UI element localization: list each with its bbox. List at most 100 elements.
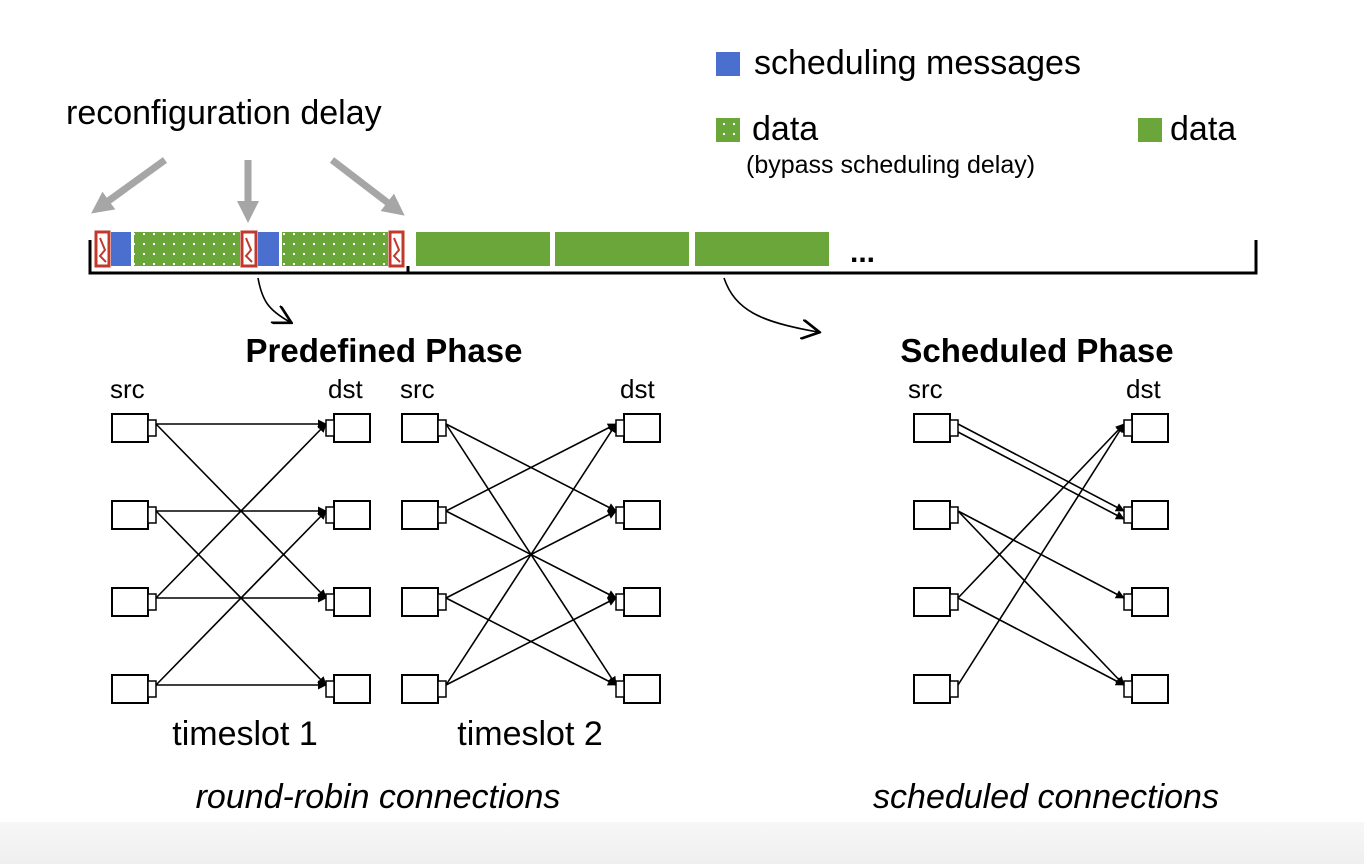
ts2-src-label: src [400, 374, 435, 404]
scheduled-caption: scheduled connections [873, 778, 1219, 816]
ts2-src-node-4 [401, 674, 439, 704]
legend-scheduling-label: scheduling messages [754, 44, 1081, 82]
scheduled-phase-title: Scheduled Phase [900, 332, 1173, 369]
ts1-dst-port-3 [325, 593, 335, 611]
ts2-dst-port-4 [615, 680, 625, 698]
ts1-edge-7 [155, 510, 327, 686]
ts2-dst-label: dst [620, 374, 655, 404]
ts1-dst-node-4 [333, 674, 371, 704]
reconfig-arrow-3 [329, 157, 405, 216]
timeline: ... [88, 230, 1258, 275]
reconfig-block-3 [388, 230, 405, 268]
timeline-ellipsis: ... [850, 236, 875, 269]
sched-dst-port-2 [1123, 506, 1133, 524]
predefined-bracket [88, 240, 410, 275]
reconfig-arrow-1 [91, 157, 168, 214]
ts2-dst-port-2 [615, 506, 625, 524]
sched-src-node-4 [913, 674, 951, 704]
scheduling-swatch [716, 52, 740, 76]
sched-src-port-2 [949, 506, 959, 524]
data-dotted-swatch [716, 118, 740, 142]
predefined-phase-title: Predefined Phase [246, 332, 523, 369]
ts2-dst-node-2 [623, 500, 661, 530]
sched-src-node-1 [913, 413, 951, 443]
ts1-dst-node-1 [333, 413, 371, 443]
sched-dst-port-3 [1123, 593, 1133, 611]
sched-edge-7 [957, 423, 1125, 686]
data-block-3 [695, 232, 829, 266]
sched-src-node-3 [913, 587, 951, 617]
legend: scheduling messages data (bypass schedul… [716, 44, 1236, 179]
scheduled-pointer-arrow [723, 277, 818, 332]
ts1-src-port-2 [147, 506, 157, 524]
ts1-dst-port-2 [325, 506, 335, 524]
ts1-dst-node-2 [333, 500, 371, 530]
reconfig-block-2 [240, 230, 258, 268]
ts1-src-node-2 [111, 500, 149, 530]
timeslot-1-graph [111, 413, 371, 704]
ts2-src-port-1 [437, 419, 447, 437]
sched-edge-1 [957, 423, 1125, 512]
timeslot-2-graph [401, 413, 661, 704]
scheduled-bracket [408, 240, 1258, 275]
ts1-src-node-1 [111, 413, 149, 443]
sched-src-port-3 [949, 593, 959, 611]
ts2-dst-port-3 [615, 593, 625, 611]
ts2-src-port-3 [437, 593, 447, 611]
ts1-dst-node-3 [333, 587, 371, 617]
ts2-src-port-4 [437, 680, 447, 698]
timeslot-2-label: timeslot 2 [457, 715, 603, 753]
sched-src-label: src [908, 374, 943, 404]
sched-dst-port-1 [1123, 419, 1133, 437]
ts2-src-node-3 [401, 587, 439, 617]
scheduling-block-2 [258, 232, 279, 266]
ts2-src-node-2 [401, 500, 439, 530]
sched-src-port-4 [949, 680, 959, 698]
ts2-dst-port-1 [615, 419, 625, 437]
predefined-caption: round-robin connections [196, 778, 561, 816]
sched-dst-node-1 [1131, 413, 1169, 443]
sched-dst-node-2 [1131, 500, 1169, 530]
sched-dst-label: dst [1126, 374, 1161, 404]
sched-src-node-2 [913, 500, 951, 530]
data-block-2 [555, 232, 689, 266]
timeslot-1-label: timeslot 1 [172, 715, 318, 753]
ts2-src-port-2 [437, 506, 447, 524]
sched-edge-5 [957, 423, 1125, 599]
sched-edge-4 [957, 510, 1125, 686]
reconfiguration-delay-label: reconfiguration delay [66, 94, 382, 132]
data-block-1 [416, 232, 550, 266]
legend-data-dotted-label: data [752, 110, 818, 148]
ts2-dst-node-4 [623, 674, 661, 704]
ts1-src-node-4 [111, 674, 149, 704]
ts2-edge-8 [445, 597, 617, 686]
ts1-dst-port-4 [325, 680, 335, 698]
reconfiguration-arrows [91, 157, 405, 223]
data-dotted-block-1 [134, 232, 240, 266]
legend-data-solid-label: data [1170, 110, 1236, 148]
ts1-src-port-3 [147, 593, 157, 611]
ts1-src-label: src [110, 374, 145, 404]
ts1-dst-port-1 [325, 419, 335, 437]
data-solid-swatch [1138, 118, 1162, 142]
sched-dst-node-3 [1131, 587, 1169, 617]
ts1-src-port-1 [147, 419, 157, 437]
ts2-edge-3 [445, 423, 617, 512]
scheduled-graph [913, 413, 1169, 704]
ts1-src-port-4 [147, 680, 157, 698]
ts2-edge-7 [445, 423, 617, 686]
ts2-dst-node-1 [623, 413, 661, 443]
bottom-shade [0, 822, 1364, 864]
sched-dst-port-4 [1123, 680, 1133, 698]
ts1-edge-5 [155, 423, 327, 599]
sched-edge-6 [957, 597, 1125, 686]
scheduling-block-1 [111, 232, 131, 266]
sched-edge-2 [957, 431, 1125, 520]
sched-src-port-1 [949, 419, 959, 437]
ts2-src-node-1 [401, 413, 439, 443]
sched-dst-node-4 [1131, 674, 1169, 704]
ts2-dst-node-3 [623, 587, 661, 617]
reconfig-block-1 [94, 230, 111, 268]
legend-data-dotted-note: (bypass scheduling delay) [746, 151, 1035, 179]
